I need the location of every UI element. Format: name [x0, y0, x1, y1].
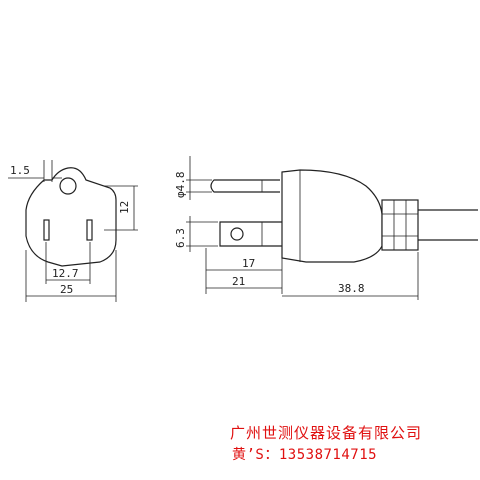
dim-side-body-length: 38.8	[338, 282, 365, 295]
dim-front-height: 12	[118, 201, 131, 214]
side-view: φ4.8 6.3 17 21 38.8	[174, 156, 478, 300]
dim-front-flange-width: 1.5	[10, 164, 30, 177]
dim-side-round-pin: φ4.8	[174, 172, 187, 199]
side-cord	[418, 209, 478, 241]
dim-side-pin-length-long: 21	[232, 275, 245, 288]
dim-side-flat-pin: 6.3	[174, 228, 187, 248]
dim-side-pin-length-short: 17	[242, 257, 255, 270]
side-flat-pin	[219, 221, 282, 247]
side-strain-relief	[381, 199, 419, 251]
side-plug-body	[281, 169, 383, 263]
front-pin-right	[86, 219, 93, 241]
front-ground-hole	[59, 177, 77, 195]
front-pin-left	[43, 219, 50, 241]
front-view-outline	[25, 167, 117, 267]
side-round-pin	[210, 179, 280, 193]
company-name: 广州世测仪器设备有限公司	[230, 424, 423, 442]
side-flat-pin-hole	[230, 227, 244, 241]
dim-front-width: 25	[60, 283, 73, 296]
contact-phone: 黄’S：13538714715	[232, 447, 378, 463]
front-view: 1.5 12 12.7 25	[8, 160, 138, 302]
dim-front-pin-spacing: 12.7	[52, 267, 79, 280]
